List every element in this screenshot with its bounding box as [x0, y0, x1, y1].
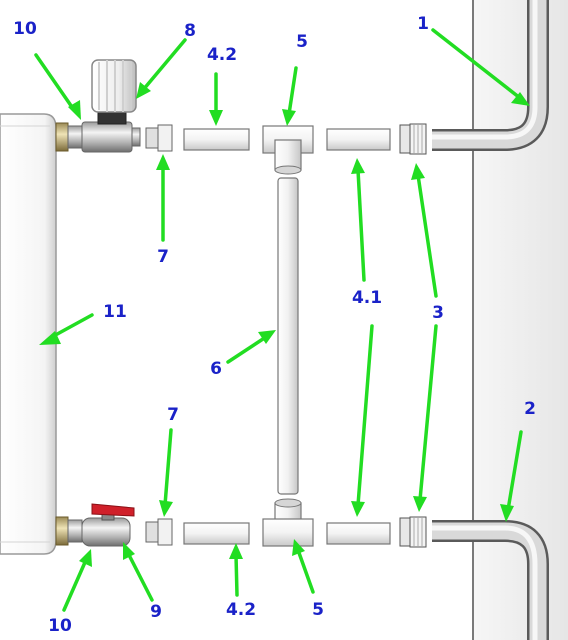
pipe-segment-4-2-bottom — [183, 522, 250, 545]
label-2: 2 — [524, 399, 536, 419]
bypass-pipe — [277, 177, 299, 495]
label-6: 6 — [210, 359, 222, 379]
label-10-top: 10 — [13, 19, 37, 39]
coupling-top — [399, 123, 427, 155]
label-10-bottom: 10 — [48, 616, 72, 636]
label-4-2-bottom: 4.2 — [226, 600, 256, 620]
label-9: 9 — [150, 602, 162, 622]
ball-valve — [55, 503, 135, 547]
pipe-segment-4-2-top — [183, 128, 250, 151]
adapter-fitting-bottom — [145, 518, 173, 546]
label-3: 3 — [432, 303, 444, 323]
thermostatic-valve — [55, 59, 141, 153]
pipe-segment-4-1-bottom — [326, 522, 391, 545]
label-5-bottom: 5 — [312, 600, 324, 620]
radiator — [0, 113, 57, 555]
leader-arrows — [34, 28, 530, 612]
label-7-top: 7 — [157, 247, 169, 267]
label-4-2-top: 4.2 — [207, 45, 237, 65]
adapter-fitting-top — [145, 124, 173, 152]
label-1: 1 — [417, 14, 429, 34]
label-4-1: 4.1 — [352, 288, 382, 308]
pipe-segment-4-1-top — [326, 128, 391, 151]
tee-fitting-top — [262, 125, 314, 175]
label-11: 11 — [103, 302, 127, 322]
coupling-bottom — [399, 516, 427, 548]
label-7-bottom: 7 — [167, 405, 179, 425]
tee-fitting-bottom — [262, 498, 314, 547]
label-8: 8 — [184, 21, 196, 41]
label-5-top: 5 — [296, 32, 308, 52]
